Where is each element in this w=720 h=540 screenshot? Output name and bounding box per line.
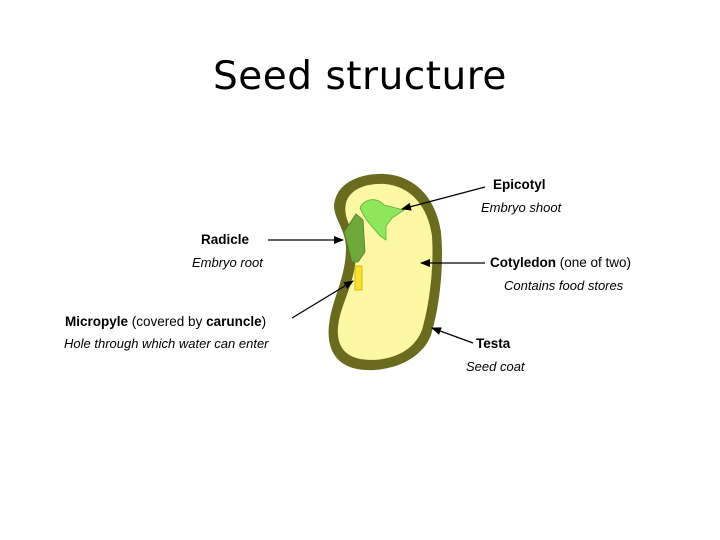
epicotyl-desc: Embryo shoot <box>481 200 562 215</box>
micropyle-shape <box>354 265 363 291</box>
page-title: Seed structure <box>213 54 507 99</box>
micropyle-desc: Hole through which water can enter <box>64 336 269 351</box>
epicotyl-label: Epicotyl <box>493 176 546 193</box>
testa-name: Testa <box>476 336 511 351</box>
testa-arrow <box>431 327 474 344</box>
epicotyl-arrow <box>401 186 486 211</box>
micropyle-label: Micropyle (covered by caruncle) <box>65 313 266 330</box>
cotyledon-note: (one of two) <box>556 255 632 270</box>
micropyle-arrow <box>291 280 354 319</box>
radicle-name: Radicle <box>201 232 250 247</box>
micropyle-name: Micropyle <box>65 314 129 329</box>
cotyledon-label: Cotyledon (one of two) <box>490 254 631 271</box>
radicle-shape <box>343 213 366 263</box>
testa-label: Testa <box>476 335 510 352</box>
radicle-label: Radicle <box>201 231 249 248</box>
micropyle-note-post: ) <box>261 314 267 329</box>
cotyledon-name: Cotyledon <box>490 255 556 270</box>
micropyle-note-pre: (covered by <box>128 314 207 329</box>
radicle-desc: Embryo root <box>192 255 263 270</box>
epicotyl-shape <box>359 199 405 241</box>
testa-desc: Seed coat <box>466 359 525 374</box>
cotyledon-desc: Contains food stores <box>504 278 624 293</box>
caruncle-term: caruncle <box>206 314 262 329</box>
epicotyl-name: Epicotyl <box>493 177 546 192</box>
